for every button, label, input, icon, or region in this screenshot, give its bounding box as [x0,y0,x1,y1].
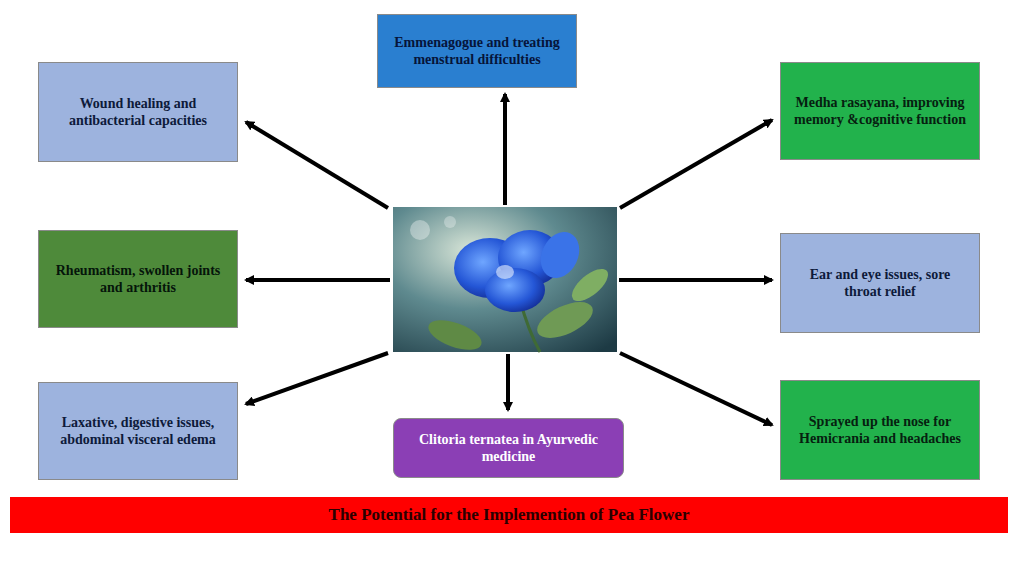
topic-box: Medha rasayana, improving memory &cognit… [780,62,980,160]
box-text: Sprayed up the nose for Hemicrania and h… [791,413,969,448]
box-text: Wound healing and antibacterial capaciti… [49,95,227,130]
topic-box: Rheumatism, swollen joints and arthritis [38,230,238,328]
box-text: Emmenagogue and treating menstrual diffi… [388,34,566,69]
box-text: Laxative, digestive issues, abdominal vi… [49,414,227,449]
box-text: Rheumatism, swollen joints and arthritis [49,262,227,297]
topic-box: Emmenagogue and treating menstrual diffi… [377,14,577,88]
title-band: The Potential for the Implemention of Pe… [10,497,1008,533]
flower-picture [393,207,617,356]
topic-box: Ear and eye issues, sore throat relief [780,233,980,333]
box-text: Ear and eye issues, sore throat relief [791,266,969,301]
topic-box: Clitoria ternatea in Ayurvedic medicine [393,418,624,478]
topic-box: Wound healing and antibacterial capaciti… [38,62,238,162]
topic-box: Sprayed up the nose for Hemicrania and h… [780,380,980,480]
arrows [246,94,772,425]
box-text: Clitoria ternatea in Ayurvedic medicine [404,431,613,466]
title-text: The Potential for the Implemention of Pe… [329,505,690,525]
topic-box: Laxative, digestive issues, abdominal vi… [38,382,238,480]
box-text: Medha rasayana, improving memory &cognit… [791,94,969,129]
